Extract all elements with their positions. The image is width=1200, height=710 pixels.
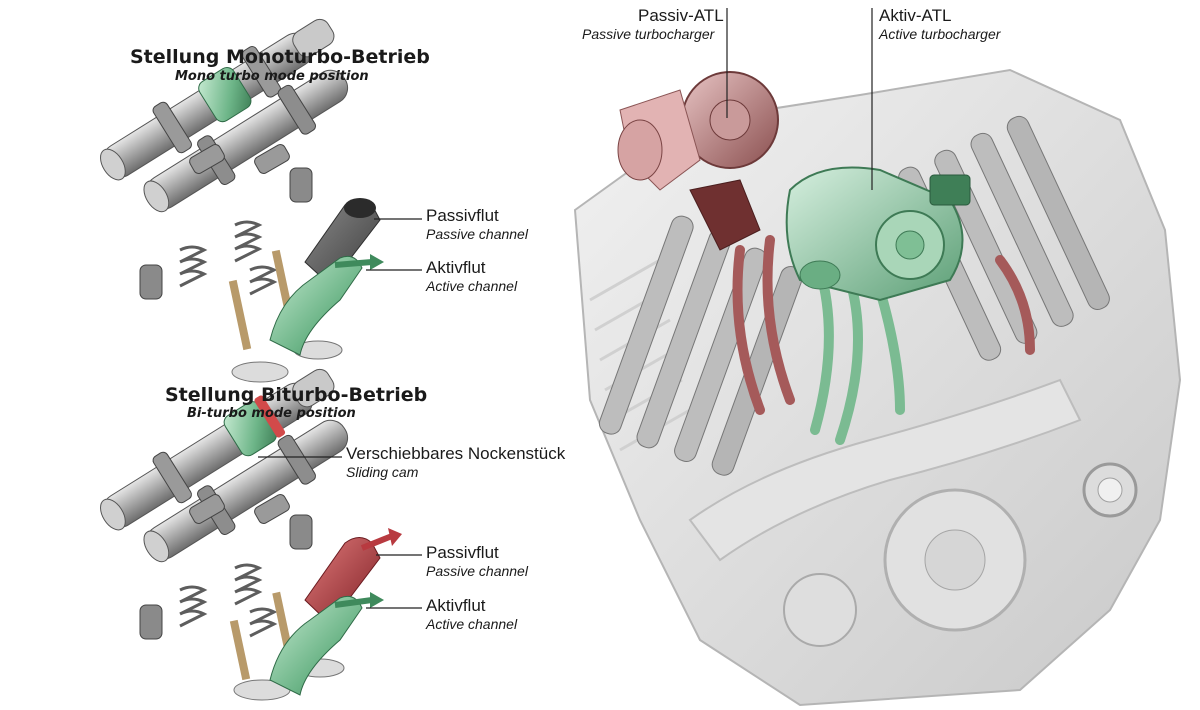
passive-turbocharger-sublabel: Passive turbocharger	[582, 26, 715, 42]
leader-lines	[258, 8, 873, 609]
mono-active-channel-label: Aktivflut	[426, 258, 486, 277]
valvetrain-bi-illustration	[100, 368, 402, 701]
passive-turbocharger-label: Passiv-ATL	[638, 6, 724, 25]
active-turbocharger	[785, 166, 971, 302]
bi-section-subtitle: Bi-turbo mode position	[187, 406, 356, 421]
bi-section-title: Stellung Biturbo-Betrieb	[165, 384, 428, 406]
mono-section-subtitle: Mono turbo mode position	[175, 69, 369, 84]
engine-illustration	[573, 68, 1182, 707]
active-turbocharger-sublabel: Active turbocharger	[879, 26, 1001, 42]
sliding-cam-sublabel: Sliding cam	[346, 464, 419, 480]
active-turbocharger-label: Aktiv-ATL	[879, 6, 952, 25]
bi-active-channel-sublabel: Active channel	[426, 616, 518, 632]
mono-section-title: Stellung Monoturbo-Betrieb	[130, 46, 430, 68]
mono-passive-channel-sublabel: Passive channel	[426, 226, 528, 242]
sliding-cam-label: Verschiebbares Nockenstück	[346, 444, 566, 463]
valvetrain-mono-illustration	[100, 18, 384, 383]
mono-passive-channel-label: Passivflut	[426, 206, 499, 225]
bi-active-channel-label: Aktivflut	[426, 596, 486, 615]
bi-passive-channel-sublabel: Passive channel	[426, 563, 528, 579]
passive-turbocharger	[617, 71, 779, 251]
mono-active-channel-sublabel: Active channel	[426, 278, 518, 294]
bi-passive-channel-label: Passivflut	[426, 543, 499, 562]
